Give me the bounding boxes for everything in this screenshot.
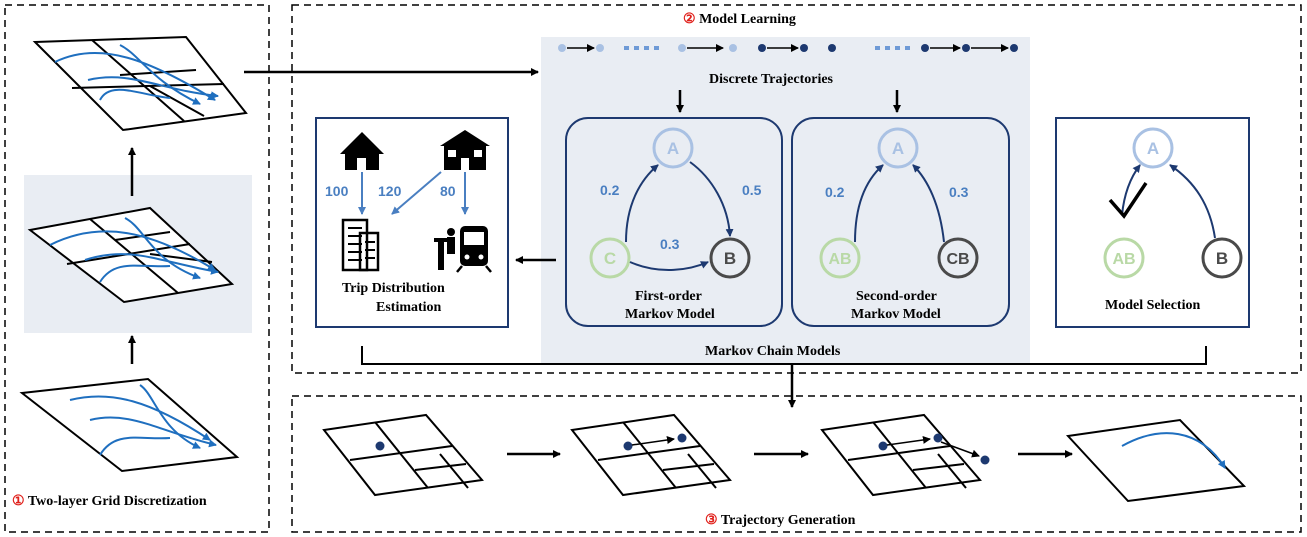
ms-node-a-label: A	[1147, 139, 1159, 158]
model-selection-box	[1055, 117, 1250, 328]
trip-value-80: 80	[440, 183, 456, 199]
so-node-a	[877, 127, 919, 169]
so-prob-ab-a: 0.2	[825, 184, 845, 200]
ms-node-ab	[1103, 237, 1145, 279]
fo-node-c-label: C	[604, 249, 616, 268]
generation-section-frame	[291, 395, 1302, 533]
fo-prob-c-b: 0.3	[660, 236, 680, 252]
markov-bracket	[361, 346, 1207, 365]
trajectory-sequence	[558, 44, 1018, 52]
gen-grid-2	[570, 413, 732, 497]
so-node-a-label: A	[892, 139, 904, 158]
fo-node-b-label: B	[724, 249, 736, 268]
ms-edge-b-a	[1169, 164, 1216, 239]
so-edge-ab-a	[854, 164, 884, 243]
so-node-cb	[937, 237, 979, 279]
grid-bottom	[19, 377, 240, 473]
second-order-box	[791, 117, 1010, 327]
building-house-icon	[440, 130, 490, 170]
learning-section-title: ② Model Learning	[683, 12, 796, 27]
ms-node-b-label: B	[1216, 249, 1228, 268]
checkmark-icon	[1108, 182, 1148, 219]
fo-node-a-label: A	[667, 139, 679, 158]
grid-top	[32, 35, 248, 132]
ms-node-ab-label: AB	[1112, 251, 1135, 268]
second-order-label-1: Second-order	[856, 289, 937, 304]
gen-grid-1	[322, 413, 484, 497]
fo-prob-a-b: 0.5	[742, 182, 762, 198]
trip-distribution-label-1: Trip Distribution	[342, 281, 445, 296]
fo-node-b	[709, 237, 751, 279]
first-order-label-1: First-order	[635, 289, 702, 304]
trip-value-100: 100	[325, 183, 349, 199]
so-prob-cb-a: 0.3	[949, 184, 969, 200]
gen-grid-3	[820, 413, 990, 497]
ms-node-b	[1201, 237, 1243, 279]
fo-edge-c-a	[625, 164, 659, 243]
markov-chain-models-label: Markov Chain Models	[705, 344, 841, 359]
first-order-label-2: Markov Model	[625, 307, 715, 322]
learning-section-frame	[291, 4, 1302, 374]
grid-section-frame	[4, 4, 270, 533]
model-selection-label: Model Selection	[1105, 298, 1201, 313]
so-node-ab	[819, 237, 861, 279]
fo-edge-a-b	[689, 161, 734, 237]
so-edge-cb-a	[912, 164, 945, 243]
fo-edge-c-b	[629, 261, 709, 271]
so-node-cb-label: CB	[946, 251, 969, 268]
ms-edge-ab-a	[1121, 164, 1141, 216]
fo-node-a	[652, 127, 694, 169]
office-building-icon	[341, 218, 380, 272]
second-order-label-2: Markov Model	[851, 307, 941, 322]
trip-arrow-120	[391, 171, 442, 215]
fo-node-c	[589, 237, 631, 279]
generation-section-title: ③ Trajectory Generation	[705, 513, 856, 528]
trip-distribution-label-2: Estimation	[376, 300, 442, 315]
grid-middle	[27, 206, 235, 304]
gen-grid-4	[1065, 418, 1247, 503]
ms-node-a	[1132, 127, 1174, 169]
so-node-ab-label: AB	[828, 251, 851, 268]
grid-section-title: ① Two-layer Grid Discretization	[12, 494, 207, 509]
discrete-trajectories-label: Discrete Trajectories	[709, 72, 833, 87]
train-station-icon	[434, 226, 492, 273]
house-icon	[340, 132, 384, 170]
trip-value-120: 120	[378, 183, 402, 199]
fo-prob-c-a: 0.2	[600, 182, 620, 198]
